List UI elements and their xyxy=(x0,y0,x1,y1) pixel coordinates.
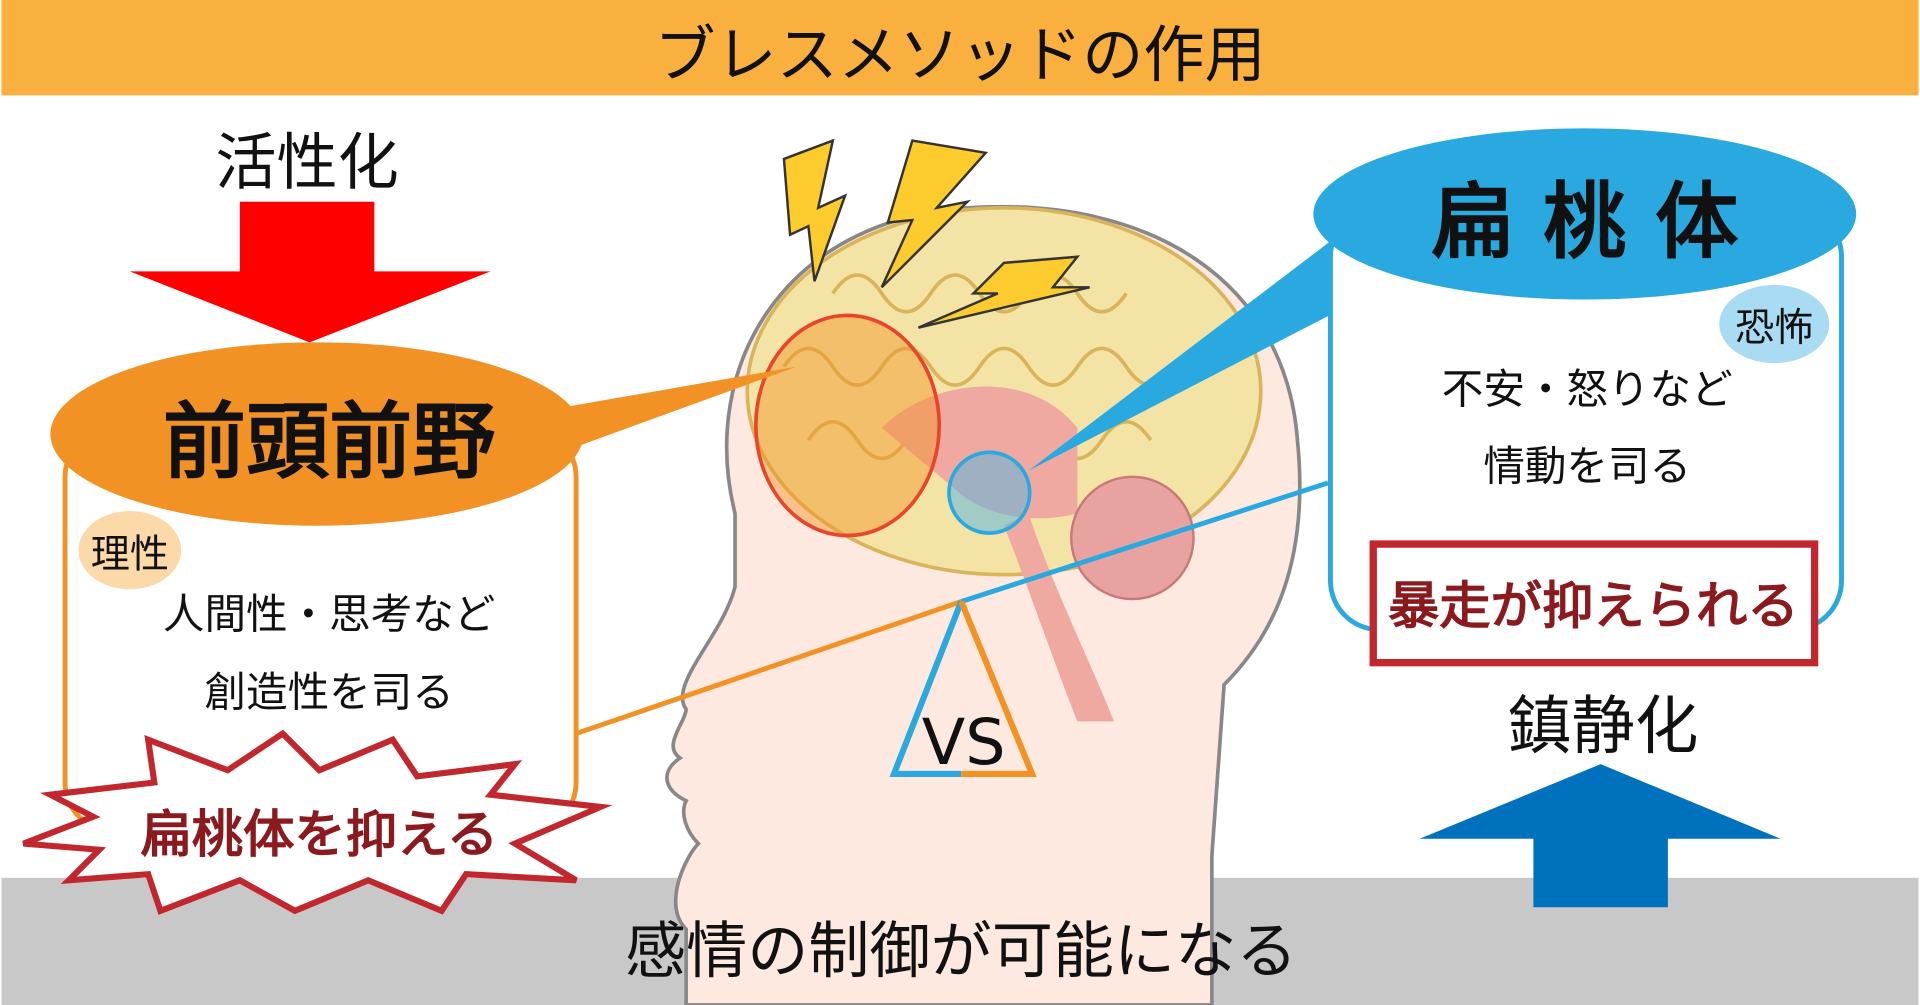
restrained-box xyxy=(1369,540,1819,667)
calming-label: 鎮静化 xyxy=(1508,689,1699,763)
lightning-icon xyxy=(782,138,1090,329)
page-title: ブレスメソッドの作用 xyxy=(654,20,1265,91)
footer-text: 感情の制御が可能になる xyxy=(625,916,1297,987)
prefrontal-callout-pointer xyxy=(514,366,797,465)
head-illustration xyxy=(665,204,1302,1005)
amygdala-ellipse xyxy=(1313,128,1857,300)
amygdala-highlight xyxy=(947,450,1032,535)
prefrontal-ellipse xyxy=(50,342,584,526)
seesaw-right-line xyxy=(960,480,1329,604)
calming-arrow-up xyxy=(1419,764,1781,908)
restrained-text: 暴走が抑えられる xyxy=(1388,577,1799,637)
amygdala-desc-line1: 不安・怒りなど xyxy=(1442,364,1733,413)
seesaw-left-line xyxy=(575,599,963,736)
fulcrum-right xyxy=(958,600,1037,777)
suppress-amygdala-text: 扁桃体を抑える xyxy=(140,805,498,865)
amygdala-desc-line2: 情動を司る xyxy=(1483,441,1691,490)
fear-badge xyxy=(1719,284,1830,364)
cerebellum-icon xyxy=(1070,475,1195,601)
vs-label: VS xyxy=(922,705,1006,779)
activation-label: 活性化 xyxy=(215,127,398,198)
activation-arrow-down xyxy=(129,201,491,343)
prefrontal-desc-line1: 人間性・思考など xyxy=(163,589,495,638)
fear-badge-text: 恐怖 xyxy=(1735,306,1813,351)
reason-badge xyxy=(78,511,182,590)
fulcrum-left xyxy=(889,600,965,777)
amygdala-title: 扁 桃 体 xyxy=(1431,174,1739,271)
reason-badge-text: 理性 xyxy=(91,532,169,577)
amygdala-callout-pointer xyxy=(1028,238,1408,471)
header-bar xyxy=(1,0,1919,96)
prefrontal-highlight xyxy=(753,313,942,538)
prefrontal-title: 前頭前野 xyxy=(163,394,496,491)
suppress-amygdala-burst xyxy=(22,729,613,915)
prefrontal-desc-line2: 創造性を司る xyxy=(204,668,453,717)
